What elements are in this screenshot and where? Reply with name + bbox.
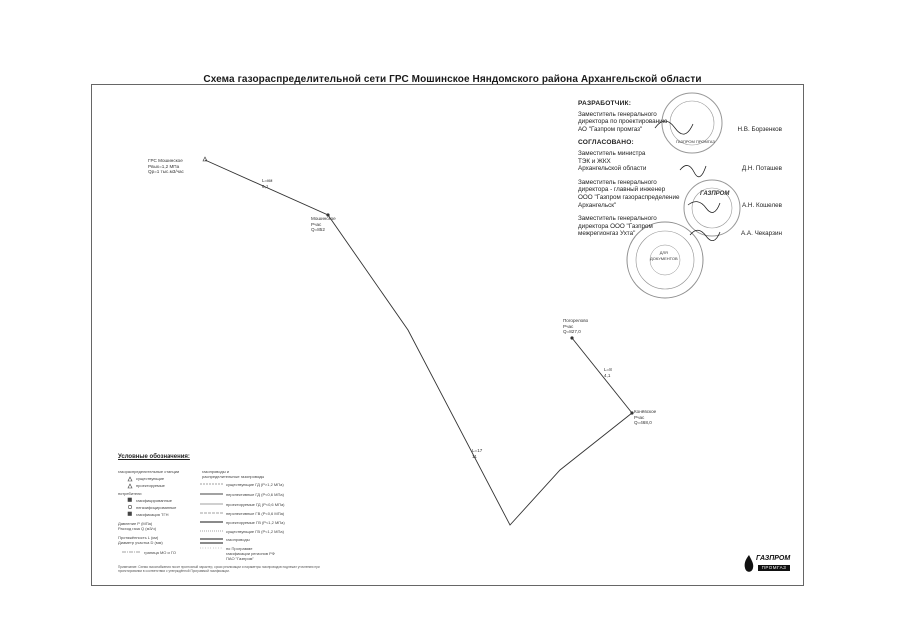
segment-label: L=км 6,1 — [262, 178, 273, 189]
agreed-header: СОГЛАСОВАНО: — [578, 139, 634, 147]
segment-label: L=8 4,1 — [604, 367, 612, 378]
approval-text: Заместитель министра ТЭК и ЖКХ Архангель… — [578, 149, 647, 173]
legend-item: перспективные ГД (Р<0,6 МПа) — [226, 492, 284, 497]
developer-header: РАЗРАБОТЧИК: — [578, 100, 632, 107]
legend-symbols — [122, 476, 223, 553]
approvals-block: РАЗРАБОТЧИК: Заместитель генерального ди… — [578, 100, 788, 244]
legend-item: граница МО и ГО — [144, 550, 176, 555]
stamp-documents-icon — [626, 221, 704, 299]
signature-icon — [679, 165, 707, 178]
legend-item: потребители — [118, 491, 142, 496]
approval-text: Заместитель генерального директора ООО "… — [578, 215, 657, 238]
legend-item: существующие ГВ (Р<1,2 МПа) — [226, 529, 284, 534]
node-marker — [326, 213, 330, 217]
signature-icon — [654, 120, 694, 135]
page-title: Схема газораспределительной сети ГРС Мош… — [203, 74, 702, 85]
legend-item: негазифицированные — [136, 505, 177, 510]
approval-text: Заместитель генерального директора - гла… — [578, 178, 680, 209]
developer-block: Заместитель генерального директора по пр… — [578, 111, 788, 134]
approval-name: А.Н. Кошелев — [741, 201, 782, 209]
approval-block: Заместитель министра ТЭК и ЖКХ Архангель… — [578, 150, 788, 173]
signature-icon — [687, 201, 721, 213]
stamp-gazprom-icon — [683, 179, 741, 237]
stamp-text: ГАЗПРОМ — [700, 191, 730, 197]
legend-item: существующие — [136, 476, 165, 481]
pipeline-main — [204, 159, 633, 526]
logo-top-text: ГАЗПРОМ — [756, 555, 791, 562]
approval-block: Заместитель генерального директора - гла… — [578, 179, 788, 209]
approval-block: Заместитель генерального директора ООО "… — [578, 215, 788, 238]
flame-icon — [744, 555, 754, 572]
node-marker — [630, 411, 634, 415]
node-label-moshinskoe: Мошинское Рчас Q=852 — [311, 216, 336, 233]
legend-item: газифицированные — [136, 498, 172, 503]
approval-name: Д.Н. Поташев — [741, 165, 782, 173]
approval-name: А.А. Чекарзин — [740, 230, 782, 238]
legend-item: существующие ГД (Р>1,2 МПа) — [226, 482, 284, 487]
gazprom-logo: ГАЗПРОМ ПРОМГАЗ — [742, 552, 792, 580]
legend-item: газораспределительные станции — [118, 469, 180, 474]
legend-item: газификация ТГН — [136, 512, 169, 517]
legend-item: распределительные газопроводы — [202, 474, 265, 479]
node-marker — [570, 336, 574, 340]
grs-triangle-icon — [202, 156, 208, 162]
node-label-konevskoe: Конёвское Рчас Q=468,0 — [634, 409, 657, 426]
legend-item: Диаметр участка D (мм) — [118, 540, 163, 545]
legend-item: проектируемые ГД (Р<0,6 МПа) — [226, 502, 285, 507]
developer-name: Н.В. Борзенков — [737, 125, 782, 133]
developer-text: Заместитель генерального директора по пр… — [578, 110, 668, 133]
logo-bottom-text: ПРОМГАЗ — [758, 565, 790, 571]
legend-item: Давление Р (МПа) — [118, 521, 153, 526]
legend-title: Условные обозначения: — [118, 454, 190, 460]
legend-item: Расход газа Q (м3/ч) — [118, 526, 157, 531]
footnote: Примечание: Схема газоснабжения носит пр… — [118, 565, 320, 573]
legend-item: газопроводы и — [202, 469, 229, 474]
grs-label: ГРС Мошинское Рвых=1,2 МПа Qp=1 тыс.м3/ч… — [148, 158, 184, 175]
pipeline-branch — [571, 337, 633, 414]
legend: Условные обозначения: газораспределитель… — [118, 454, 338, 561]
stamp-text: ДЛЯ ДОКУМЕНТОВ — [650, 250, 678, 261]
legend-item: проектируемые — [136, 483, 165, 488]
node-label-pogorelovo: Погорелово Рчас Q=827,0 — [563, 318, 589, 335]
legend-item: Протяжённость L (км) — [118, 535, 159, 540]
legend-item: по Программе газификации регионов РФ ПАО… — [226, 546, 275, 561]
signature-icon — [689, 229, 721, 241]
legend-item: газопроводы — [226, 537, 250, 542]
stamp-text: ГАЗПРОМ ПРОМГАЗ — [676, 139, 715, 144]
segment-label: L=17 11 — [472, 448, 483, 459]
legend-item: проектируемые ГВ (Р<1,2 МПа) — [226, 520, 285, 525]
legend-item: перспективные ГВ (Р<0,6 МПа) — [226, 511, 285, 516]
map-frame — [91, 84, 804, 586]
